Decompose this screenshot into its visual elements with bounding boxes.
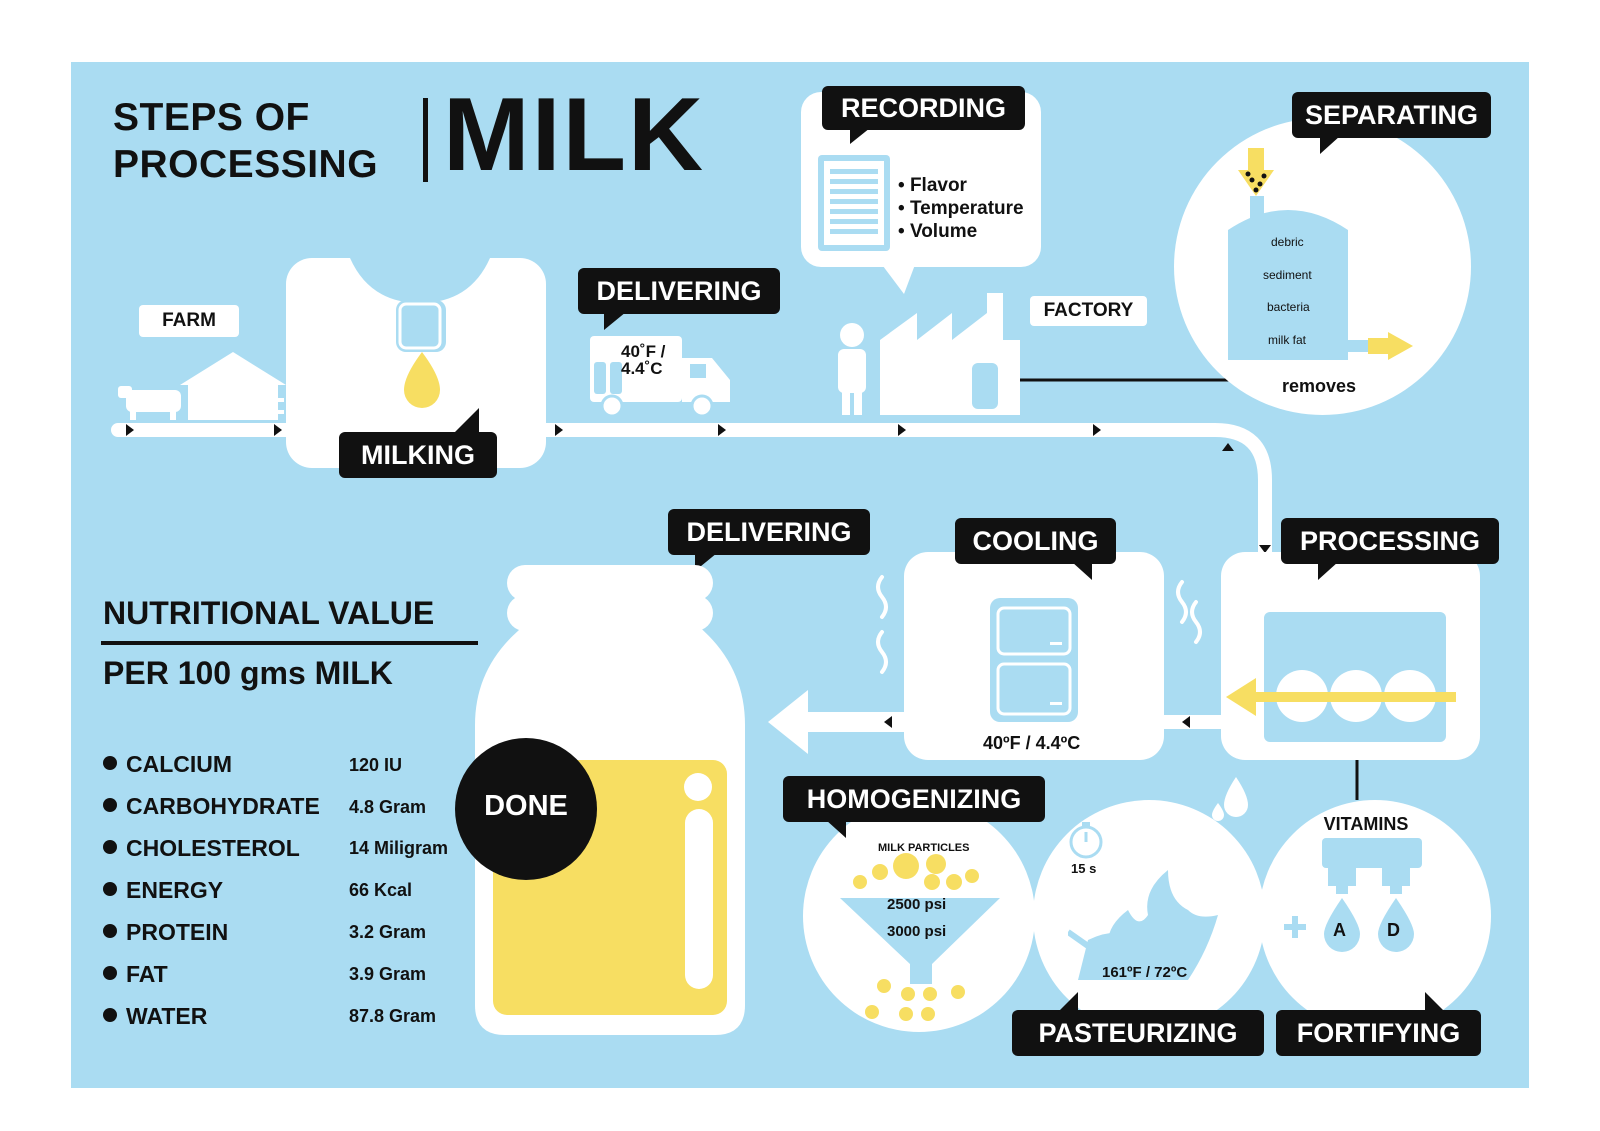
nutrition-value-energy: 66 Kcal bbox=[349, 880, 413, 900]
bullet-icon bbox=[103, 1008, 117, 1022]
timer-label: 15 s bbox=[1071, 861, 1097, 876]
title-line-1: STEPS OF bbox=[113, 96, 310, 139]
nutrition-row-energy: ENERGY bbox=[103, 877, 223, 904]
nutrition-row-water: WATER bbox=[103, 1003, 207, 1030]
nutrition-value-protein: 3.2 Gram bbox=[349, 922, 427, 942]
separating-layer-bacteria: bacteria bbox=[1267, 300, 1310, 314]
nutrition-row-cholesterol: CHOLESTEROL bbox=[103, 835, 300, 862]
vitamin-d-label: D bbox=[1387, 920, 1400, 940]
pasteurizing-tag: PASTEURIZING bbox=[1012, 1010, 1264, 1056]
recording-pointer bbox=[880, 262, 916, 294]
separating-layer-debric: debric bbox=[1271, 235, 1304, 249]
vitamin-dispenser-icon bbox=[1284, 838, 1422, 952]
recording-item-temperature: • Temperature bbox=[898, 198, 1024, 219]
delivering-tag-1-pointer bbox=[604, 312, 626, 330]
vitamin-a-label: A bbox=[1333, 920, 1346, 940]
homogenizing-tag-pointer bbox=[826, 820, 846, 838]
factory-label: FACTORY bbox=[1030, 296, 1147, 326]
cooling-waves bbox=[876, 575, 1202, 674]
recording-list: • Flavor • Temperature • Volume bbox=[898, 174, 1024, 243]
separating-layer-milk-fat: milk fat bbox=[1268, 333, 1307, 347]
pasteurizing-tag-pointer bbox=[1058, 992, 1078, 1012]
nutrition-row-calcium: CALCIUM bbox=[103, 751, 232, 778]
removes-label: removes bbox=[1282, 376, 1357, 396]
psi-3000: 3000 psi bbox=[887, 923, 947, 940]
cooling-tag: COOLING bbox=[955, 518, 1116, 564]
bullet-icon bbox=[103, 756, 117, 770]
separator-icon bbox=[1228, 148, 1413, 360]
nutrition-row-protein: PROTEIN bbox=[103, 919, 228, 946]
vitamins-label: VITAMINS bbox=[1323, 814, 1409, 834]
timer-icon bbox=[1069, 822, 1103, 859]
recording-tag-pointer bbox=[850, 128, 870, 144]
separating-layer-sediment: sediment bbox=[1263, 268, 1312, 282]
separating-tag-pointer bbox=[1320, 136, 1340, 154]
recording-item-volume: • Volume bbox=[898, 221, 978, 242]
truck-temp: 40˚F / 4.4˚C bbox=[621, 342, 666, 378]
recording-item-flavor: • Flavor bbox=[898, 175, 967, 196]
processing-machine-icon bbox=[1226, 612, 1456, 742]
nutrition-value-cholesterol: 14 Miligram bbox=[349, 838, 449, 858]
nutrition-value-water: 87.8 Gram bbox=[349, 1006, 437, 1026]
homogenizing-tag: HOMOGENIZING bbox=[783, 776, 1045, 822]
refrigerator-icon bbox=[990, 598, 1078, 722]
milk-particles-label: MILK PARTICLES bbox=[878, 842, 970, 854]
done-badge bbox=[455, 738, 597, 880]
nutrition-row-carbohydrate: CARBOHYDRATE bbox=[103, 793, 320, 820]
delivering-tag-2: DELIVERING bbox=[668, 509, 870, 555]
recording-tag: RECORDING bbox=[822, 86, 1025, 130]
fortifying-tag-pointer bbox=[1425, 992, 1445, 1012]
bullet-icon bbox=[103, 840, 117, 854]
bullet-icon bbox=[103, 882, 117, 896]
bullet-icon bbox=[103, 966, 117, 980]
nutrition-row-fat: FAT bbox=[103, 961, 168, 988]
milking-tag: MILKING bbox=[339, 432, 497, 478]
bullet-icon bbox=[103, 924, 117, 938]
clipboard-icon bbox=[818, 155, 890, 251]
done-label: DONE bbox=[484, 790, 568, 822]
title-divider bbox=[423, 98, 428, 182]
factory-icon bbox=[838, 293, 1020, 415]
pasteurizing-temp: 161ºF / 72ºC bbox=[1102, 964, 1188, 981]
fortifying-tag: FORTIFYING bbox=[1276, 1010, 1481, 1056]
homogenizer-icon bbox=[840, 853, 1000, 1021]
udder-hand-icon bbox=[350, 258, 490, 408]
separating-tag: SEPARATING bbox=[1292, 92, 1491, 138]
nutrition-subheading: PER 100 gms MILK bbox=[103, 655, 393, 691]
processing-tag: PROCESSING bbox=[1281, 518, 1499, 564]
farm-icon bbox=[118, 352, 286, 420]
truck-icon bbox=[590, 336, 730, 416]
cooling-tag-pointer bbox=[1072, 562, 1092, 580]
droplet-icon bbox=[1212, 777, 1248, 821]
nutrition-value-carbohydrate: 4.8 Gram bbox=[349, 797, 427, 817]
nutrition-value-fat: 3.9 Gram bbox=[349, 964, 427, 984]
title-line-2: PROCESSING bbox=[113, 143, 379, 186]
delivering-tag-1: DELIVERING bbox=[578, 268, 780, 314]
nutrition-divider bbox=[101, 641, 478, 645]
kettle-flame-icon bbox=[1068, 870, 1218, 980]
farm-label: FARM bbox=[139, 305, 239, 337]
title-main: MILK bbox=[443, 77, 706, 193]
milking-tag-pointer bbox=[455, 408, 479, 432]
bullet-icon bbox=[103, 798, 117, 812]
psi-2500: 2500 psi bbox=[887, 896, 947, 913]
nutrition-value-calcium: 120 IU bbox=[349, 755, 403, 775]
cooling-temp: 40ºF / 4.4ºC bbox=[983, 733, 1081, 753]
nutrition-heading: NUTRITIONAL VALUE bbox=[103, 595, 435, 631]
processing-tag-pointer bbox=[1318, 562, 1338, 580]
